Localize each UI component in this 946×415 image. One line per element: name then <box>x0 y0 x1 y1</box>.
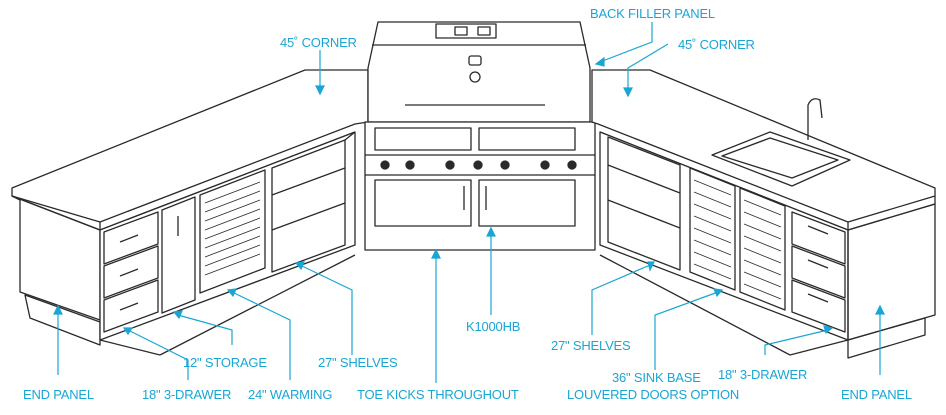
label-27-shelves-left: 27" SHELVES <box>318 355 398 370</box>
left-cabinet-front <box>99 131 356 341</box>
sink <box>711 131 851 187</box>
label-27-shelves-right: 27" SHELVES <box>551 338 631 353</box>
warming-drawer <box>199 169 266 294</box>
left-countertop <box>11 69 369 223</box>
sink-base-left-door <box>689 167 736 291</box>
right-end-panel <box>847 203 936 341</box>
label-toe-kicks-throughout: TOE KICKS THROUGHOUT <box>357 387 519 402</box>
left-toe-kick <box>24 294 101 346</box>
right-toe-kick <box>847 317 926 359</box>
label-45-corner-left: 45˚ CORNER <box>280 35 357 50</box>
label-36-sink-base: 36" SINK BASE <box>612 370 701 385</box>
label-k1000hb: K1000HB <box>466 319 521 334</box>
sink-base-right-door <box>739 187 786 311</box>
left-end-panel <box>11 195 101 321</box>
label-24-warming: 24" WARMING <box>248 387 333 402</box>
label-18-3-drawer-left: 18" 3-DRAWER <box>142 387 232 402</box>
shelves-right <box>607 136 681 271</box>
storage-door <box>161 196 196 314</box>
label-louvered-doors-option: LOUVERED DOORS OPTION <box>567 387 740 402</box>
label-end-panel-left: END PANEL <box>23 387 94 402</box>
label-back-filler-panel: BACK FILLER PANEL <box>590 6 715 21</box>
grill-body <box>364 121 596 251</box>
label-12-storage: 12" STORAGE <box>183 355 267 370</box>
label-45-corner-right: 45˚ CORNER <box>678 37 755 52</box>
label-18-3-drawer-right: 18" 3-DRAWER <box>718 367 808 382</box>
faucet <box>807 98 823 140</box>
label-end-panel-right: END PANEL <box>841 387 912 402</box>
shelves-left <box>271 139 346 273</box>
